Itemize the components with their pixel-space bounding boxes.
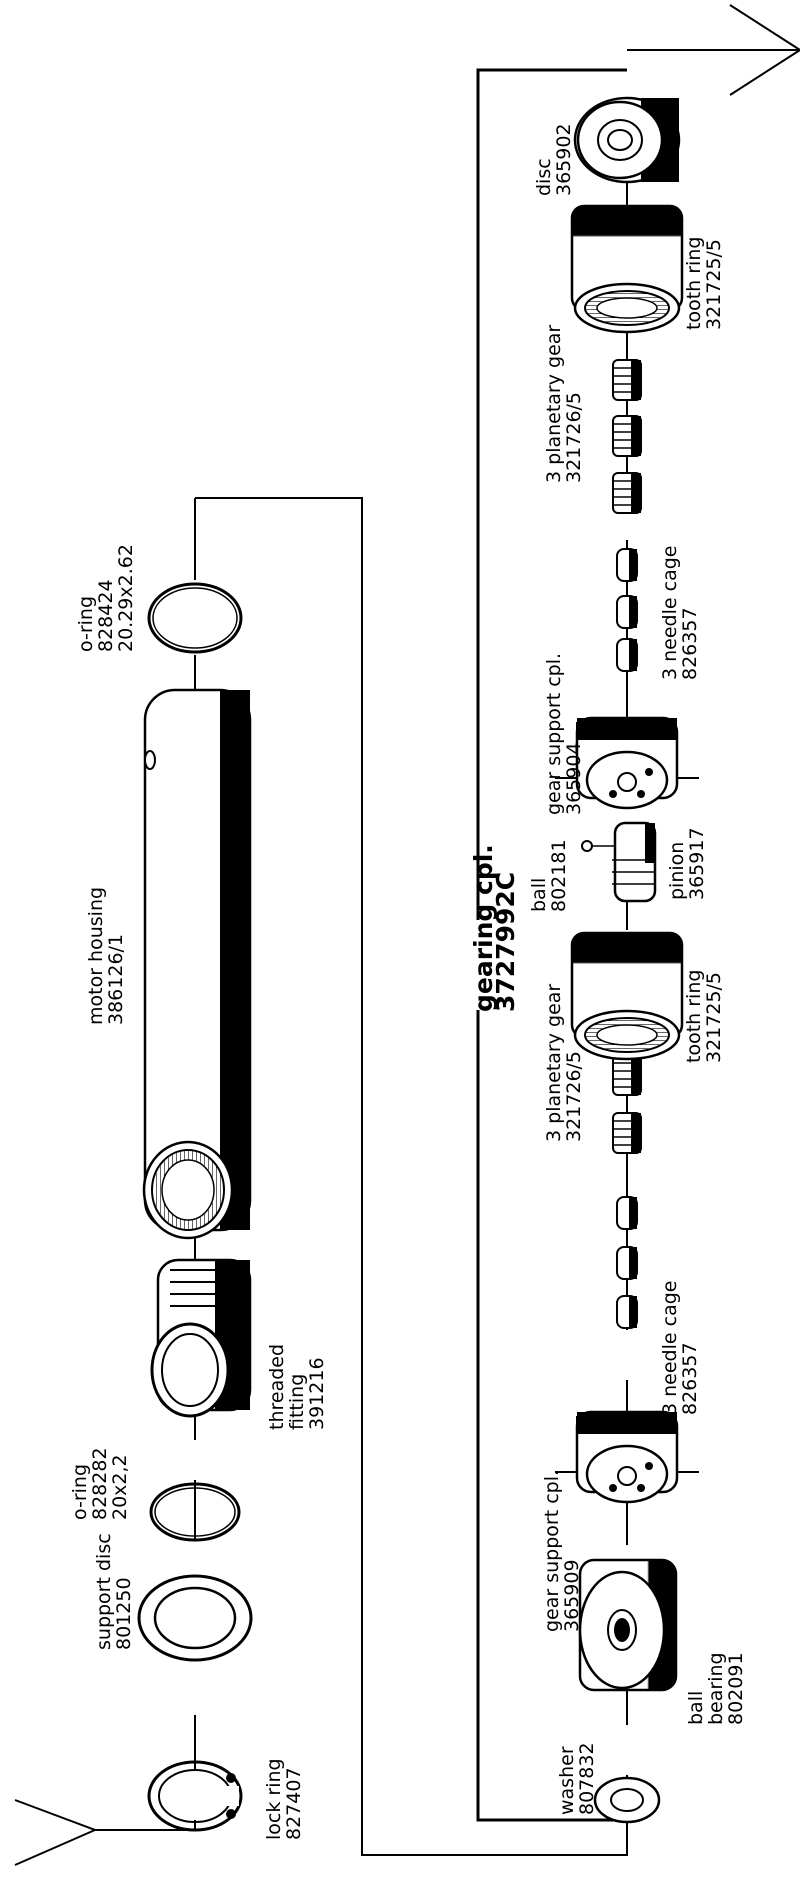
left-view-arrow	[14, 1799, 195, 1866]
pinion-label: pinion 365917	[666, 827, 708, 900]
gear-support-1-number: 365909	[561, 1559, 583, 1632]
needle-cage-1-drawing	[616, 1196, 638, 1329]
o-ring-1-size: 20x2,2	[109, 1454, 131, 1520]
needle-cage-2-number: 826357	[679, 607, 701, 680]
disc-label: disc 365902	[533, 123, 575, 196]
gear-support-1-label: gear support cpl. 365909	[541, 1470, 583, 1632]
support-disc-number: 801250	[113, 1577, 135, 1650]
motor-housing-drawing	[142, 688, 252, 1240]
gear-support-1-drawing	[553, 1410, 701, 1504]
ball-name: ball	[528, 878, 550, 912]
right-assembly	[476, 4, 800, 1825]
planetary-gear-1-label: 3 planetary gear 321726/5	[543, 984, 585, 1142]
left-assembly	[14, 497, 628, 1866]
tooth-ring-1-number: 321725/5	[703, 972, 725, 1063]
needle-cage-1-number: 826357	[679, 1342, 701, 1415]
lock-ring-number: 827407	[283, 1767, 305, 1840]
ball-bearing-drawing	[578, 1558, 678, 1692]
threaded-fitting-drawing	[150, 1258, 252, 1418]
pinion-name: pinion	[666, 842, 688, 900]
lock-ring-drawing	[147, 1760, 243, 1832]
o-ring-1-label: o-ring 828282 20x2,2	[69, 1447, 131, 1520]
washer-drawing	[593, 1776, 661, 1824]
o-ring-2-drawing	[147, 582, 243, 654]
o-ring-2-size: 20.29x2.62	[115, 544, 137, 652]
threaded-fitting-number: 391216	[306, 1357, 328, 1430]
gear-support-2-label: gear support cpl. 365904	[543, 653, 585, 815]
needle-cage-1-label: 3 needle cage 826357	[659, 1281, 701, 1415]
planetary-gear-2-label: 3 planetary gear 321726/5	[543, 325, 585, 483]
disc-number: 365902	[553, 123, 575, 196]
pinion-drawing	[612, 821, 657, 903]
threaded-fitting-name: threaded	[266, 1344, 288, 1430]
planetary-gear-1-number: 321726/5	[563, 1051, 585, 1142]
needle-cage-2-drawing	[616, 548, 638, 672]
disc-drawing	[573, 96, 681, 184]
disc-name: disc	[533, 158, 555, 196]
washer-name: washer	[556, 1746, 578, 1815]
gear-support-1-name: gear support cpl.	[541, 1470, 563, 1632]
tooth-ring-1-label: tooth ring 321725/5	[683, 970, 725, 1063]
needle-cage-1-name: 3 needle cage	[659, 1281, 681, 1415]
labels: lock ring 827407 support disc 801250 o-r…	[69, 123, 747, 1840]
motor-housing-name: motor housing	[85, 887, 107, 1025]
planetary-gear-2-drawing	[612, 359, 642, 514]
lock-ring-name: lock ring	[263, 1758, 285, 1840]
o-ring-1-number: 828282	[89, 1447, 111, 1520]
needle-cage-2-label: 3 needle cage 826357	[659, 546, 701, 680]
support-disc-label: support disc 801250	[93, 1533, 135, 1650]
gearing-cpl-name: gearing cpl.	[469, 844, 498, 1012]
ball-bearing-name2: bearing	[705, 1652, 727, 1725]
ball-number: 802181	[548, 839, 570, 912]
gear-support-2-number: 365904	[563, 742, 585, 815]
o-ring-2-number: 828424	[95, 579, 117, 652]
o-ring-1-drawing	[149, 1482, 241, 1542]
planetary-gear-1-name: 3 planetary gear	[543, 984, 565, 1142]
lock-ring-label: lock ring 827407	[263, 1758, 305, 1840]
tooth-ring-2-name: tooth ring	[683, 237, 705, 330]
tooth-ring-2-drawing	[570, 204, 684, 334]
gearing-cpl-number: 3727992C	[491, 872, 520, 1012]
threaded-fitting-label: threaded fitting 391216	[266, 1344, 328, 1430]
tooth-ring-1-drawing	[570, 931, 684, 1061]
washer-number: 807832	[576, 1742, 598, 1815]
o-ring-2-name: o-ring	[75, 596, 97, 652]
motor-housing-number: 386126/1	[105, 934, 127, 1025]
gear-support-2-name: gear support cpl.	[543, 653, 565, 815]
needle-cage-2-name: 3 needle cage	[659, 546, 681, 680]
pinion-number: 365917	[686, 827, 708, 900]
gearing-cpl-label: gearing cpl. 3727992C	[469, 844, 520, 1012]
tooth-ring-2-number: 321725/5	[703, 239, 725, 330]
tooth-ring-1-name: tooth ring	[683, 970, 705, 1063]
ball-bearing-label: ball bearing 802091	[685, 1652, 747, 1725]
gearing-cpl-bracket	[476, 68, 627, 1822]
right-view-arrow	[627, 4, 800, 96]
ball-bearing-name: ball	[685, 1691, 707, 1725]
o-ring-2-label: o-ring 828424 20.29x2.62	[75, 544, 137, 652]
ball-drawing	[581, 840, 615, 852]
planetary-gear-2-number: 321726/5	[563, 392, 585, 483]
threaded-fitting-name2: fitting	[286, 1374, 308, 1430]
motor-housing-label: motor housing 386126/1	[85, 887, 127, 1025]
support-disc-name: support disc	[93, 1533, 115, 1650]
ball-bearing-number: 802091	[725, 1652, 747, 1725]
support-disc-drawing	[137, 1574, 253, 1662]
tooth-ring-2-label: tooth ring 321725/5	[683, 237, 725, 330]
o-ring-1-name: o-ring	[69, 1464, 91, 1520]
assembly-link-line	[195, 497, 628, 1856]
ball-label: ball 802181	[528, 839, 570, 912]
washer-label: washer 807832	[556, 1742, 598, 1815]
planetary-gear-2-name: 3 planetary gear	[543, 325, 565, 483]
